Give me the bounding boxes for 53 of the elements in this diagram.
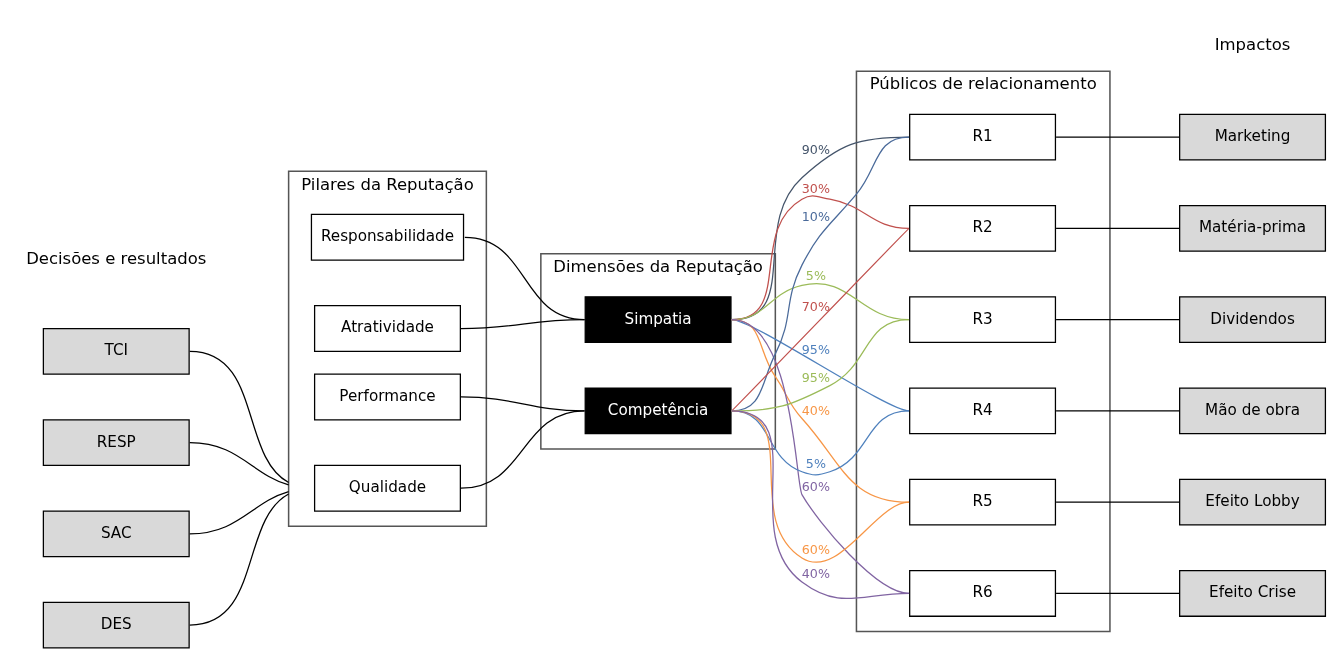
edge-label: 30% [801, 180, 830, 196]
node-box: Performance [313, 373, 461, 421]
connector [1055, 227, 1181, 230]
edge-label: 40% [801, 402, 830, 418]
connector [189, 441, 290, 486]
connector [460, 410, 586, 489]
connector [460, 396, 586, 412]
node-box: Efeito Lobby [1179, 478, 1327, 526]
node-box: R3 [909, 296, 1057, 344]
node-box: R2 [909, 204, 1057, 252]
node-box: Matéria-prima [1179, 204, 1327, 252]
connector [730, 410, 910, 600]
edge-label: 90% [801, 141, 830, 157]
node-box: R5 [909, 478, 1057, 526]
node-box: R1 [909, 113, 1057, 161]
node-box: Mão de obra [1179, 387, 1327, 435]
connector [1055, 136, 1181, 138]
connector [1055, 501, 1181, 503]
node-box: Marketing [1179, 113, 1327, 161]
connector [464, 236, 586, 321]
node-box: R6 [909, 569, 1057, 617]
connector [189, 490, 290, 535]
node-box: Competência [584, 387, 732, 435]
node-box: Efeito Crise [1179, 569, 1327, 617]
node-box: R4 [909, 387, 1057, 435]
connector [189, 493, 290, 626]
edge-label: 95% [801, 369, 830, 385]
edge-label: 95% [801, 341, 830, 357]
node-box: Atratividade [313, 305, 461, 352]
node-box: DES [42, 601, 190, 649]
edge-label: 5% [805, 455, 826, 471]
connector [730, 136, 910, 412]
connector [1055, 319, 1181, 321]
edge-label: 10% [801, 208, 830, 224]
node-box: Responsabilidade [310, 213, 465, 261]
edge-label: 60% [801, 542, 830, 558]
node-box: TCI [42, 327, 190, 375]
node-box: Qualidade [313, 464, 461, 512]
node-box: Simpatia [584, 296, 732, 344]
connector [189, 350, 290, 484]
edge-label: 5% [805, 268, 826, 284]
connector [730, 227, 910, 412]
node-box: Dividendos [1179, 296, 1327, 344]
edge-label: 60% [801, 478, 830, 494]
connector [1055, 410, 1181, 412]
connector [1055, 592, 1181, 595]
node-box: SAC [42, 510, 190, 558]
connector [730, 319, 910, 595]
edge-label: 70% [801, 298, 830, 314]
node-box: RESP [42, 419, 190, 467]
edge-label: 40% [801, 566, 830, 582]
label: Decisões e resultados [26, 249, 207, 269]
label: Impactos [1214, 35, 1291, 55]
